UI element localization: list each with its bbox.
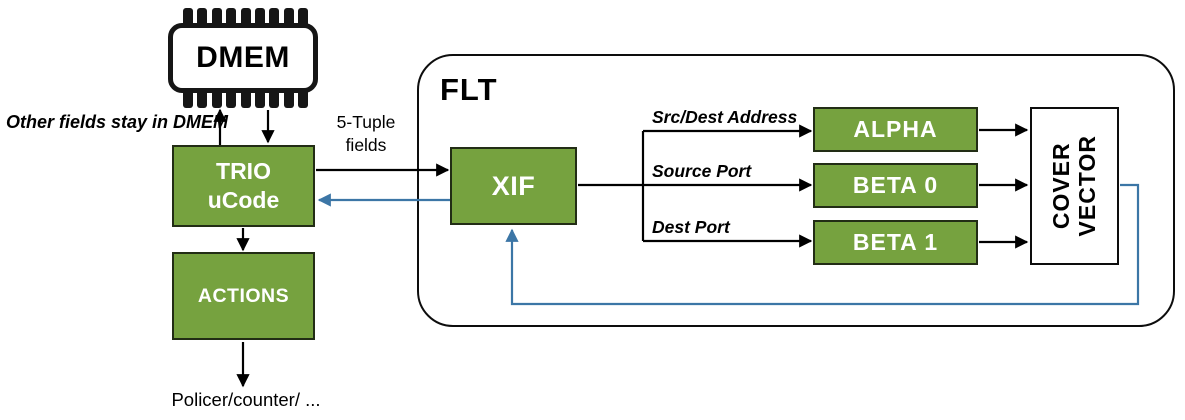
chip-pin — [240, 8, 251, 28]
chip-pin — [211, 88, 222, 108]
dmem-pins-bottom — [183, 88, 308, 108]
chip-pin — [183, 8, 193, 28]
chip-pin — [226, 8, 237, 28]
chip-pin — [240, 88, 251, 108]
chip-pin — [197, 8, 208, 28]
policer-counter-note: Policer/counter/ ... — [171, 389, 321, 410]
dest-port-label: Dest Port — [652, 217, 730, 237]
five-tuple-fields-note: 5-Tuple fields — [336, 112, 396, 156]
feedback-cover-to-xif — [505, 183, 1140, 306]
cover-vector-node: COVER VECTOR — [1030, 107, 1119, 265]
chip-pin — [254, 8, 265, 28]
trio-ucode-label: TRIO uCode — [207, 157, 280, 213]
cover-vector-label: COVER VECTOR — [1047, 135, 1100, 237]
chip-pin — [183, 88, 193, 108]
beta0-node: BETA 0 — [813, 163, 978, 208]
dmem-pins-top — [183, 8, 308, 28]
chip-pin — [226, 88, 237, 108]
chip-pin — [283, 8, 294, 28]
alpha-node: ALPHA — [813, 107, 978, 152]
actions-node: ACTIONS — [172, 252, 315, 340]
src-dest-address-label: Src/Dest Address — [652, 107, 798, 127]
chip-pin — [283, 88, 294, 108]
alpha-label: ALPHA — [853, 116, 938, 142]
chip-pin — [197, 88, 208, 108]
source-port-label: Source Port — [652, 161, 752, 181]
chip-pin — [298, 88, 308, 108]
beta0-label: BETA 0 — [852, 172, 939, 198]
actions-label: ACTIONS — [197, 284, 290, 307]
dmem-chip-icon: DMEM — [150, 0, 340, 116]
beta1-node: BETA 1 — [813, 220, 978, 265]
chip-pin — [298, 8, 308, 28]
dmem-label: DMEM — [196, 41, 290, 74]
chip-pin — [269, 88, 280, 108]
line-xif-output-bus — [578, 131, 645, 241]
chip-pin — [254, 88, 265, 108]
xif-label: XIF — [491, 170, 536, 201]
flt-title: FLT — [440, 72, 498, 107]
trio-ucode-node: TRIO uCode — [172, 145, 315, 227]
dmem-node: DMEM — [168, 23, 318, 93]
chip-pin — [269, 8, 280, 28]
xif-node: XIF — [450, 147, 577, 225]
chip-pin — [211, 8, 222, 28]
other-fields-note: Other fields stay in DMEM — [6, 112, 229, 132]
beta1-label: BETA 1 — [852, 229, 939, 255]
